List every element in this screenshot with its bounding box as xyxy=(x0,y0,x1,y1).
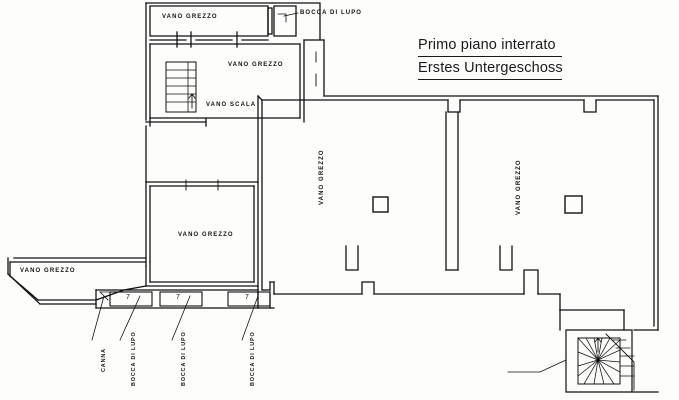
label-bocca-bottom-2: BOCCA DI LUPO xyxy=(181,331,187,386)
leader-bocca-top xyxy=(283,12,299,17)
leader-bocca-1 xyxy=(119,295,141,341)
leader-canna xyxy=(91,295,105,341)
leader-stair-pointer xyxy=(539,359,567,373)
stair-winder-treads xyxy=(577,337,621,385)
label-canna: CANNA xyxy=(101,348,107,372)
lightwell-bottom-3 xyxy=(227,291,271,307)
label-room-mid-left: VANO GREZZO xyxy=(178,232,234,238)
callout-well-3: 7 xyxy=(245,294,249,301)
title-block: Primo piano interrato Erstes Untergescho… xyxy=(418,36,563,80)
wall-hall-left-corner xyxy=(257,95,263,101)
lightwell-bottom-2 xyxy=(159,291,203,307)
leader-bocca-2 xyxy=(171,295,191,341)
callout-well-2: 7 xyxy=(176,294,180,301)
title-german: Erstes Untergeschoss xyxy=(418,59,563,80)
wall-outer-top-right-jog xyxy=(271,2,321,41)
label-stair-room: VANO SCALA xyxy=(206,102,257,108)
label-bocca-bottom-3: BOCCA DI LUPO xyxy=(250,331,256,386)
pillar-right xyxy=(564,195,583,214)
label-bocca-top-right: BOCCA DI LUPO xyxy=(300,10,363,16)
pillar-left xyxy=(372,196,389,213)
strip-corner-hatch xyxy=(99,291,111,301)
wall-room-top-left xyxy=(149,5,269,37)
lightwell-top-hatch xyxy=(277,13,287,23)
label-room-far-left: VANO GREZZO xyxy=(20,268,76,274)
stair-winder-inner-box xyxy=(577,337,621,385)
wall-hall-pilaster-bottom-1 xyxy=(361,281,375,295)
stair-winder-flight-treads xyxy=(611,339,635,377)
label-room-center-vertical: VANO GREZZO xyxy=(319,149,325,205)
stair-straight-outline xyxy=(165,61,197,113)
title-italian: Primo piano interrato xyxy=(418,36,562,57)
stair-direction-arrow xyxy=(188,93,196,109)
leader-bocca-3 xyxy=(241,295,259,341)
wall-hall-stub-mid-2 xyxy=(499,245,513,271)
wall-hall-pilaster-top-2 xyxy=(583,99,597,113)
stair-winder-flight-edge xyxy=(605,333,635,391)
label-bocca-bottom-1: BOCCA DI LUPO xyxy=(131,331,137,386)
stair-winder-arrow xyxy=(594,337,602,353)
wall-hall-pilaster-top-1 xyxy=(447,99,461,113)
label-room-top-center: VANO GREZZO xyxy=(228,62,284,68)
lightwell-top-right xyxy=(273,5,297,37)
wall-lightwell-top-frame xyxy=(267,7,273,35)
wall-hall-pilaster-bottom-2 xyxy=(523,269,539,295)
wall-hall-stub-mid-1 xyxy=(345,245,359,271)
callout-well-1: 7 xyxy=(126,294,130,301)
wall-farleft-diagonal-outer xyxy=(7,273,41,305)
label-room-right-vertical: VANO GREZZO xyxy=(516,159,522,215)
lightwell-bottom-1 xyxy=(109,291,153,307)
label-room-top-left: VANO GREZZO xyxy=(162,14,218,20)
